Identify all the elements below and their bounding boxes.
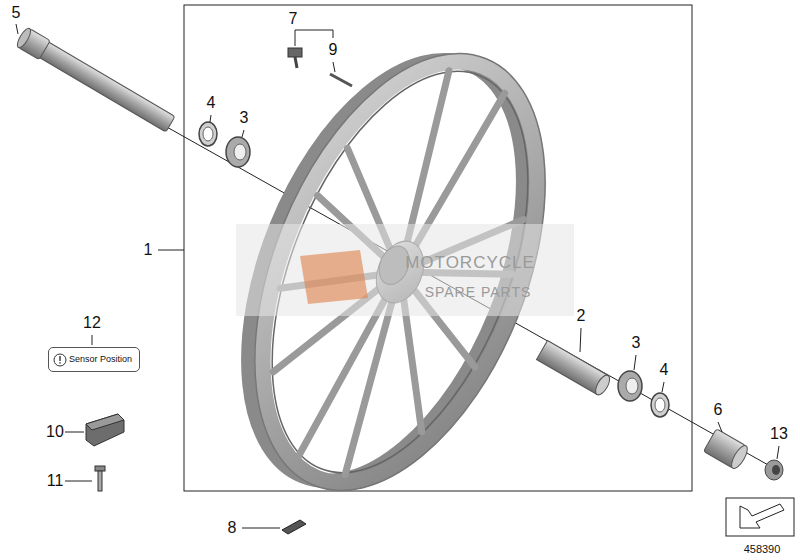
bushing bbox=[704, 429, 751, 471]
callout-number: 12 bbox=[83, 315, 101, 331]
leader-line bbox=[295, 30, 333, 31]
bearing bbox=[226, 137, 250, 167]
callout-number: 1 bbox=[144, 242, 153, 258]
leader-line bbox=[242, 130, 244, 137]
leader-line bbox=[634, 355, 636, 370]
leader-line bbox=[580, 328, 581, 352]
leader-line bbox=[92, 335, 93, 345]
axle bbox=[15, 26, 176, 133]
leader-line bbox=[333, 30, 334, 38]
leader-line bbox=[333, 62, 335, 72]
leader-line bbox=[295, 30, 296, 46]
direction-symbol bbox=[726, 498, 794, 536]
callout-number: 3 bbox=[240, 110, 249, 126]
box-label: Sensor Position bbox=[69, 354, 133, 365]
leader-line bbox=[210, 115, 211, 122]
callout-number: 5 bbox=[12, 5, 21, 21]
watermark-band bbox=[236, 224, 574, 316]
leader-line bbox=[718, 422, 722, 432]
callout-number: 2 bbox=[577, 308, 586, 324]
callout-number: 6 bbox=[714, 402, 723, 418]
valve-insert bbox=[330, 74, 352, 86]
nut bbox=[765, 460, 783, 480]
drawing-number: 458390 bbox=[744, 544, 781, 555]
callout-number: 3 bbox=[632, 335, 641, 351]
callout-number: 4 bbox=[660, 362, 669, 378]
small-part bbox=[282, 520, 306, 534]
watermark-text: MOTORCYCLE bbox=[405, 254, 535, 271]
callout-number: 4 bbox=[207, 95, 216, 111]
callout-number: 10 bbox=[46, 424, 64, 440]
seal-ring bbox=[199, 122, 217, 146]
seal-ring bbox=[651, 393, 669, 417]
callout-number: 7 bbox=[289, 11, 298, 27]
bearing bbox=[618, 371, 642, 401]
info-icon bbox=[53, 353, 67, 367]
leader-line bbox=[662, 382, 664, 392]
leader-line bbox=[16, 24, 18, 34]
callout-number: 9 bbox=[329, 42, 338, 58]
valve bbox=[288, 48, 302, 68]
spacer-sleeve bbox=[537, 340, 613, 397]
callout-number: 13 bbox=[770, 426, 788, 442]
leader-line bbox=[777, 446, 779, 459]
leader-line bbox=[65, 432, 84, 433]
callout-number: 11 bbox=[47, 473, 64, 489]
leader-line bbox=[65, 481, 92, 482]
watermark-text: SPARE PARTS bbox=[425, 285, 532, 299]
pressure-sensor bbox=[86, 414, 124, 446]
sensor-bolt bbox=[95, 466, 105, 491]
wheel bbox=[191, 9, 603, 532]
callout-number: 8 bbox=[228, 520, 237, 536]
watermark-logo bbox=[300, 250, 368, 304]
info-box: Sensor Position bbox=[48, 347, 140, 372]
leader-line bbox=[158, 250, 184, 251]
leader-line bbox=[242, 528, 280, 529]
